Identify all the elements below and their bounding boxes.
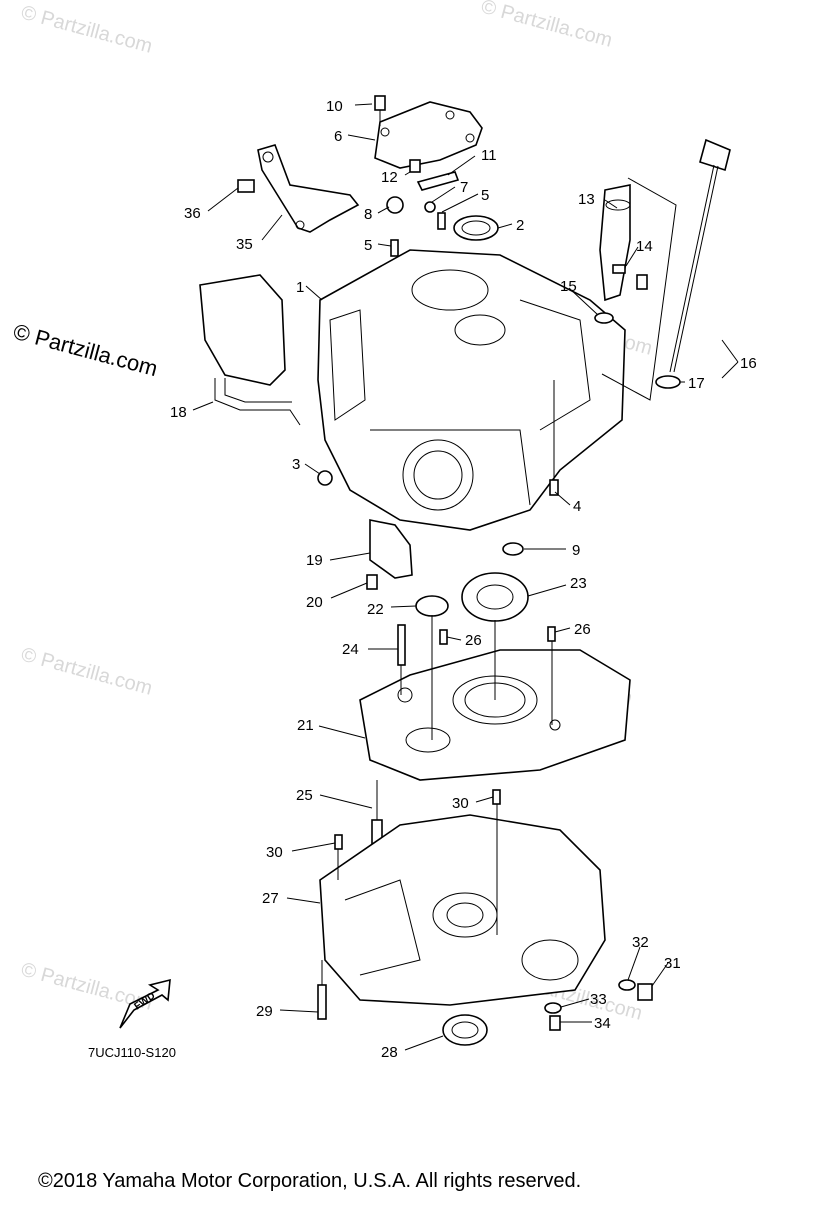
part-36-bolt [237, 179, 255, 193]
part-27-oil-pan [319, 814, 606, 1006]
part-label: 30 [452, 795, 469, 812]
part-label: 4 [573, 498, 581, 515]
watermark-main: © Partzilla.com [11, 319, 161, 382]
part-34-bolt [549, 1015, 561, 1031]
part-label: 17 [688, 375, 705, 392]
part-31-drain-bolt [637, 983, 653, 1001]
part-24-stud [397, 624, 406, 666]
part-label: 36 [184, 205, 201, 222]
part-label: 19 [306, 552, 323, 569]
part-10-bolt [374, 95, 386, 111]
part-label: 7 [460, 179, 468, 196]
part-7-ring [424, 201, 436, 213]
part-label: 34 [594, 1015, 611, 1032]
part-label: 5 [481, 187, 489, 204]
part-label: 5 [364, 237, 372, 254]
part-label: 32 [632, 934, 649, 951]
part-label: 21 [297, 717, 314, 734]
part-12-bolt [409, 159, 421, 173]
part-4-bolt [549, 479, 559, 496]
part-label: 2 [516, 217, 524, 234]
part-30-dowel [492, 789, 501, 805]
part-label: 14 [636, 238, 653, 255]
part-19-plate [369, 519, 413, 579]
part-label: 26 [465, 632, 482, 649]
part-29-bolt [317, 984, 327, 1020]
part-28-oil-seal [442, 1014, 488, 1046]
part-8-o-ring [386, 196, 404, 214]
part-26-dowel [439, 629, 448, 645]
copyright-footer: ©2018 Yamaha Motor Corporation, U.S.A. A… [38, 1170, 581, 1192]
part-label: 8 [364, 206, 372, 223]
part-label: 22 [367, 601, 384, 618]
part-5-dowel [390, 239, 399, 257]
part-1-cylinder-block [317, 249, 626, 531]
part-label: 27 [262, 890, 279, 907]
part-label: 3 [292, 456, 300, 473]
part-label: 20 [306, 594, 323, 611]
part-15-o-ring [594, 312, 614, 324]
part-11-plate [416, 171, 460, 191]
part-6-cover [374, 101, 483, 169]
leader-lines [192, 103, 739, 1051]
part-20-bolt [366, 574, 378, 590]
part-30-dowel [334, 834, 343, 850]
part-label: 24 [342, 641, 359, 658]
part-26-dowel [547, 626, 556, 642]
part-label: 26 [574, 621, 591, 638]
watermark: © Partzilla.com [19, 644, 155, 700]
part-label: 33 [590, 991, 607, 1008]
part-label: 16 [740, 355, 757, 372]
part-label: 28 [381, 1044, 398, 1061]
part-label: 18 [170, 404, 187, 421]
part-label: 12 [381, 169, 398, 186]
part-label: 25 [296, 787, 313, 804]
watermark: © Partzilla.com [19, 2, 155, 58]
part-label: 35 [236, 236, 253, 253]
part-label: 23 [570, 575, 587, 592]
part-23-bearing [461, 572, 529, 622]
part-label: 1 [296, 279, 304, 296]
diagram-code: 7UCJ110-S120 [88, 1045, 176, 1060]
part-21-crankcase [359, 649, 631, 781]
part-35-bracket [257, 144, 360, 233]
part-14-bolt [636, 274, 648, 290]
watermark: © Partzilla.com [479, 0, 615, 52]
part-32-gasket [618, 979, 636, 991]
part-5-dowel [437, 212, 446, 230]
part-labels: 1 2 3 4 5 5 6 7 8 9 10 11 12 13 14 15 16… [170, 98, 757, 1061]
part-label: 15 [560, 278, 577, 295]
part-18-breather-cover [199, 274, 286, 386]
part-label: 31 [664, 955, 681, 972]
part-label: 6 [334, 128, 342, 145]
part-label: 11 [481, 147, 497, 164]
part-label: 10 [326, 98, 343, 115]
part-3-plug [317, 470, 333, 486]
part-17-o-ring [655, 375, 681, 389]
part-33-o-ring [544, 1002, 562, 1014]
part-9-o-ring [502, 542, 524, 556]
part-label: 9 [572, 542, 580, 559]
part-2-oil-seal [453, 215, 499, 241]
part-16-dipstick-cap [699, 138, 731, 172]
part-14-clamp [612, 264, 626, 274]
part-label: 13 [578, 191, 595, 208]
part-22-bearing [415, 595, 449, 617]
part-label: 30 [266, 844, 283, 861]
part-13-dipstick-tube [599, 184, 631, 302]
part-label: 29 [256, 1003, 273, 1020]
